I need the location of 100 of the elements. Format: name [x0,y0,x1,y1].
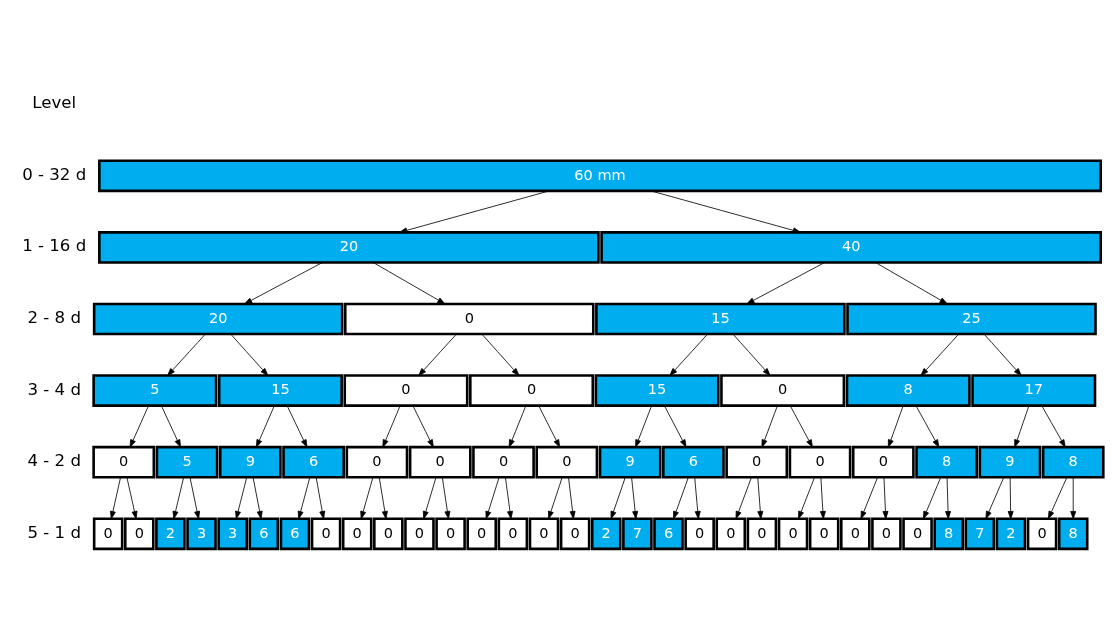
node-box: 6 [653,516,684,550]
label: 2 - 8 d [27,307,81,327]
node-box: 7 [964,516,996,550]
node-box: 0 [341,516,373,550]
node-box: 0 [472,445,535,479]
arrow [1070,476,1077,519]
arrow [945,476,951,519]
arrow [378,476,388,519]
node-box: 0 [808,516,840,550]
node-box: 8 [845,373,971,407]
node-box: 9 [978,445,1042,479]
node-box: 2 [995,516,1027,550]
node-box: 5 [155,445,219,479]
node-box: 0 [840,516,871,550]
node-box: 7 [622,516,653,550]
node-box: 0 [851,445,915,479]
arrow [485,476,500,519]
arrow [256,404,275,448]
node-box: 60 mm [98,158,1102,192]
arrow [635,404,653,448]
node-box: 8 [1041,445,1105,479]
node-box: 0 [373,516,404,550]
arrow [441,476,451,519]
arrow [694,476,701,519]
arrow [230,333,269,376]
node-box: 0 [124,516,155,550]
label: Level [32,92,77,112]
node-box: 17 [971,373,1097,407]
arrow [882,476,889,519]
arrow [920,333,960,376]
arrow [746,261,826,304]
node-box: 0 [720,373,846,407]
node-box: 0 [343,373,469,407]
label: 4 - 2 d [27,450,81,470]
label: 5 - 1 d [27,522,81,542]
arrow [110,476,121,519]
node-box: 8 [915,445,978,479]
arrow [664,404,687,448]
node-box: 9 [598,445,662,479]
node-box: 40 [600,230,1102,264]
node-box: 0 [497,516,529,550]
arrow [923,476,942,519]
arrow [399,190,550,233]
node-box: 6 [248,516,280,550]
node-box: 20 [92,302,344,335]
node-box: 6 [282,445,345,479]
node-box: 2 [155,516,186,550]
arrow [789,404,813,448]
arrow [372,261,446,304]
arrow [735,476,752,519]
node-box: 0 [777,516,809,550]
node-box: 0 [466,516,498,550]
node-box: 3 [186,516,217,550]
arrow [235,476,248,519]
arrow [382,404,401,448]
node-box: 0 [92,445,156,479]
arrow [172,476,185,519]
arrow [631,476,639,519]
arrow [673,476,689,519]
node-box: 9 [218,445,282,479]
node-box: 3 [217,516,248,550]
arrow [761,404,778,448]
node-box: 15 [595,302,846,335]
node-box: 0 [528,516,560,550]
node-box: 0 [343,302,595,335]
arrow [360,476,374,519]
arrow [568,476,576,519]
label: 0 - 32 d [22,164,87,184]
arrow [189,476,201,519]
arrow [538,404,561,448]
arrow [505,476,513,519]
arrow [798,476,815,519]
arrow [315,476,326,519]
arrow [508,404,527,448]
arrow [422,476,437,519]
arrow [860,476,879,519]
arrow [129,404,149,448]
arrow [286,404,308,448]
node-box: 0 [92,516,124,550]
arrow [160,404,181,448]
node-box: 0 [435,516,466,550]
node-box: 0 [559,516,591,550]
arrow [1047,476,1068,519]
arrow [732,333,771,376]
node-box: 0 [408,445,472,479]
node-box: 0 [1026,516,1058,550]
node-box: 5 [92,373,218,407]
node-box: 0 [715,516,747,550]
node-box: 20 [98,230,600,264]
label: 1 - 16 d [22,235,87,255]
node-box: 0 [345,445,409,479]
node-box: 15 [217,373,343,407]
arrow [297,476,311,519]
arrow [669,333,708,376]
node-box: 8 [933,516,964,550]
arrow [610,476,626,519]
node-box: 0 [310,516,342,550]
arrow [1041,404,1066,448]
node-box: 2 [590,516,622,550]
arrow [915,404,940,448]
